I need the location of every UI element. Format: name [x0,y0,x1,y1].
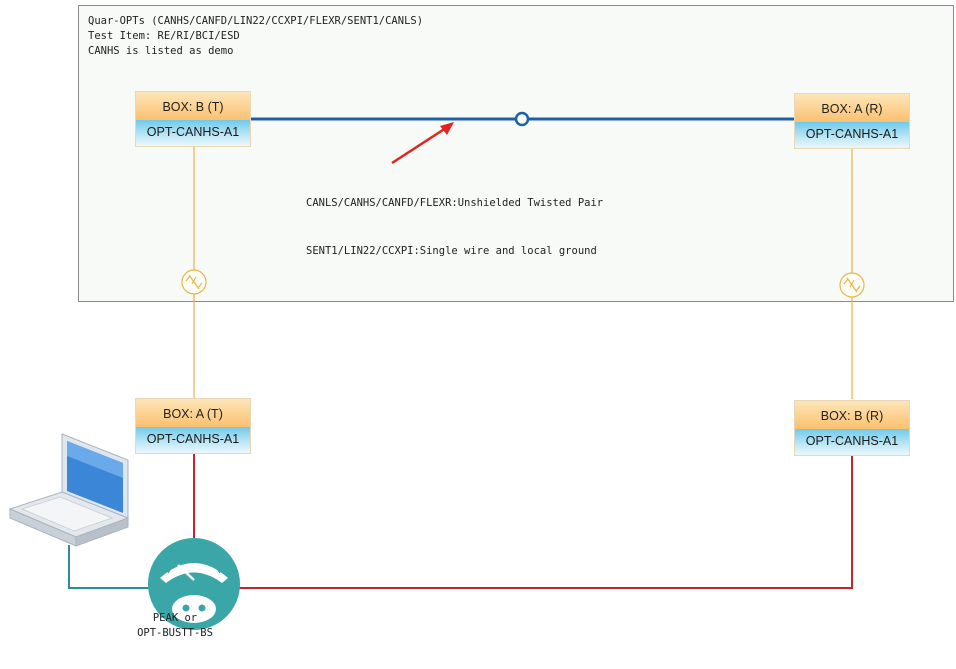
fiber-feedthrough-left-icon [181,269,207,295]
box-b-receiver: BOX: B (R) OPT-CANHS-A1 [794,400,910,456]
box-b-t-model: OPT-CANHS-A1 [136,120,250,146]
box-b-r-model: OPT-CANHS-A1 [795,429,909,455]
teal-wire [68,545,150,589]
bus-node-icon [514,111,530,127]
box-a-receiver: BOX: A (R) OPT-CANHS-A1 [794,93,910,149]
cable-caption: CANLS/CANHS/CANFD/FLEXR:Unshielded Twist… [306,163,603,275]
arrow-head-icon [440,122,454,135]
arrow-line [391,126,447,165]
tool-label-line2: OPT-BUSTT-BS [137,627,213,639]
cable-caption-line1: CANLS/CANHS/CANFD/FLEXR:Unshielded Twist… [306,197,604,209]
laptop-icon [8,433,130,547]
cable-caption-line2: SENT1/LIN22/CCXPI:Single wire and local … [306,245,597,257]
box-a-r-title: BOX: A (R) [795,94,909,122]
box-b-transmitter: BOX: B (T) OPT-CANHS-A1 [135,91,251,147]
box-b-r-title: BOX: B (R) [795,401,909,429]
peak-tool-icon [148,538,240,630]
notes-test-item: Test Item: RE/RI/BCI/ESD [88,30,240,42]
box-a-t-title: BOX: A (T) [136,399,250,427]
red-wire-right [238,455,853,589]
chamber-notes: Quar-OPTs (CANHS/CANFD/LIN22/CCXPI/FLEXR… [88,14,423,59]
fiber-feedthrough-right-icon [839,272,865,298]
box-a-r-model: OPT-CANHS-A1 [795,122,909,148]
notes-demo: CANHS is listed as demo [88,45,234,57]
notes-title: Quar-OPTs (CANHS/CANFD/LIN22/CCXPI/FLEXR… [88,15,424,27]
tool-label: PEAK or OPT-BUSTT-BS [120,611,230,641]
test-chamber [78,5,954,302]
box-b-t-title: BOX: B (T) [136,92,250,120]
box-a-transmitter: BOX: A (T) OPT-CANHS-A1 [135,398,251,454]
tool-label-line1: PEAK or [152,612,198,624]
box-a-t-model: OPT-CANHS-A1 [136,427,250,453]
